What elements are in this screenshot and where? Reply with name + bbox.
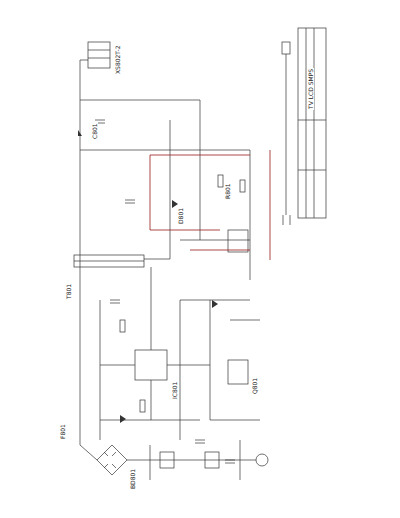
part-label: D801 [178, 207, 184, 225]
part-label: C801 [92, 122, 98, 140]
part-label: R801 [225, 182, 231, 200]
part-label: XS802T-2 [115, 45, 121, 75]
part-label: BD801 [130, 468, 136, 490]
part-label: IC801 [172, 381, 178, 400]
part-label: F801 [60, 423, 66, 440]
part-label: Q801 [252, 377, 258, 395]
part-label: T801 [66, 283, 72, 300]
title-block-text: TV LCD SMPS [308, 68, 314, 110]
